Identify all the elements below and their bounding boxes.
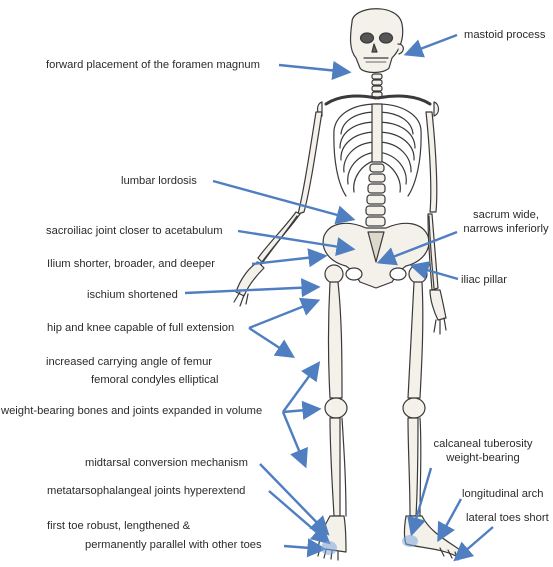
arrow-foramen xyxy=(278,60,352,80)
arrow-hip xyxy=(248,297,321,330)
arrow-sacroiliac xyxy=(237,229,356,257)
skull xyxy=(349,8,404,74)
label-weight-bearing-bones: weight-bearing bones and joints expanded… xyxy=(1,405,263,417)
label-metatarsophalangeal: metatarsophalangeal joints hyperextend xyxy=(47,485,246,497)
label-mastoid-process: mastoid process xyxy=(464,29,546,41)
label-first-toe-line1: first toe robust, lengthened & xyxy=(47,520,191,532)
label-iliac-pillar: iliac pillar xyxy=(461,274,508,286)
label-calcaneal: calcaneal tuberosity weight-bearing xyxy=(418,437,548,465)
arrow-metatarso xyxy=(268,490,331,545)
arrow-knee xyxy=(248,326,296,358)
arrow-sacrum xyxy=(376,230,458,266)
label-ischium: ischium shortened xyxy=(87,289,178,301)
label-calcaneal-line2: weight-bearing xyxy=(446,452,520,464)
label-sacrum-line2: narrows inferiorly xyxy=(463,223,549,235)
arrow-weight-3 xyxy=(281,411,308,469)
arrow-calcaneal xyxy=(407,467,433,537)
lumbar-spine xyxy=(365,163,386,227)
arrow-ischium xyxy=(184,278,321,298)
arrow-mastoid xyxy=(403,33,458,58)
arrow-first-toe xyxy=(283,538,327,558)
label-sacrum: sacrum wide, narrows inferiorly xyxy=(459,208,553,236)
arrow-iliac-pillar xyxy=(409,261,459,281)
label-lumbar-lordosis: lumbar lordosis xyxy=(121,175,197,187)
cervical-spine xyxy=(371,73,383,98)
arrow-longitudinal xyxy=(437,498,463,543)
label-lateral-toes: lateral toes short xyxy=(466,512,549,524)
foot-highlights xyxy=(321,535,418,555)
rib-cage xyxy=(333,103,422,197)
pointer-arrows xyxy=(184,33,494,562)
label-sacrum-line1: sacrum wide, xyxy=(473,209,539,221)
label-ilium: Ilium shorter, broader, and deeper xyxy=(47,258,215,270)
arrow-lumbar xyxy=(212,179,356,225)
label-foramen-magnum: forward placement of the foramen magnum xyxy=(46,59,260,71)
arrow-lateral-toes xyxy=(453,526,494,562)
arrow-weight-1 xyxy=(282,361,321,413)
label-calcaneal-line1: calcaneal tuberosity xyxy=(433,438,533,450)
label-longitudinal-arch: longitudinal arch xyxy=(462,488,544,500)
arrow-ilium xyxy=(251,248,328,268)
arrow-weight-2 xyxy=(282,400,322,420)
right-arm xyxy=(425,111,447,335)
left-leg xyxy=(317,264,348,561)
arrow-midtarsal xyxy=(259,463,330,536)
left-arm xyxy=(233,111,323,307)
label-carrying-angle: increased carrying angle of femur xyxy=(46,356,213,368)
label-first-toe-line2: permanently parallel with other toes xyxy=(85,539,262,551)
label-femoral-condyles: femoral condyles elliptical xyxy=(91,374,219,386)
label-hip-knee: hip and knee capable of full extension xyxy=(47,322,235,334)
label-sacroiliac-joint: sacroiliac joint closer to acetabulum xyxy=(46,225,223,237)
label-midtarsal: midtarsal conversion mechanism xyxy=(85,457,248,469)
